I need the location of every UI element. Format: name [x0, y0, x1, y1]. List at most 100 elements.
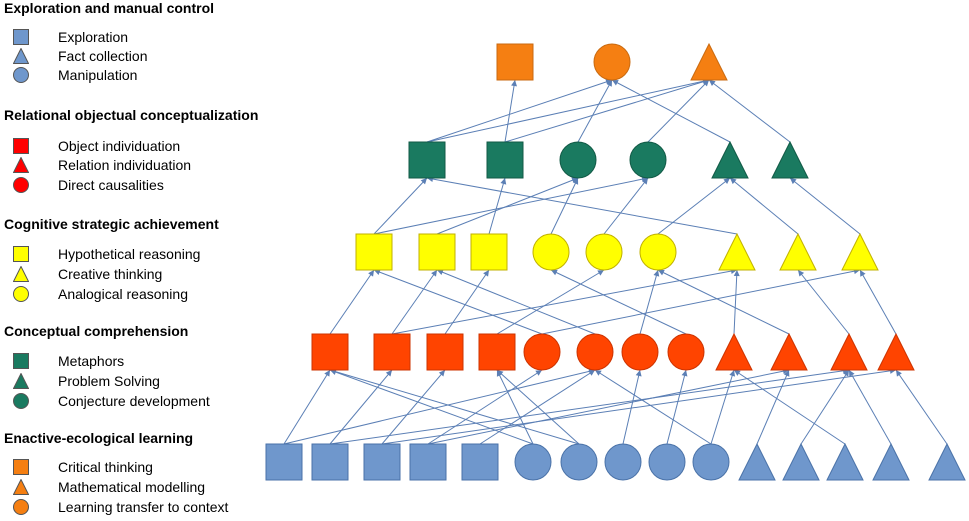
edge-arrow — [496, 269, 605, 335]
edge-arrow — [426, 79, 710, 143]
legend-item-label: Mathematical modelling — [58, 479, 206, 495]
legend-item-label: Critical thinking — [58, 459, 153, 475]
node-triangle — [779, 232, 817, 271]
edge-arrow — [647, 79, 710, 143]
arrowhead — [431, 270, 437, 277]
legend-item-label: Hypothetical reasoning — [58, 246, 201, 262]
legend-group-title: Relational objectual conceptualization — [4, 107, 259, 123]
node-square — [311, 443, 349, 481]
edge-arrow — [426, 177, 738, 235]
legend-group-title: Exploration and manual control — [4, 0, 215, 16]
edge-arrow — [800, 369, 850, 445]
arrowhead — [798, 270, 805, 277]
legend-item-label: Creative thinking — [58, 266, 163, 282]
edge-arrow — [496, 369, 534, 445]
legend-item-label: Learning transfer to context — [58, 499, 229, 515]
legend-square-icon — [13, 29, 29, 45]
arrowhead — [641, 178, 648, 185]
legend-circle-icon — [13, 177, 29, 193]
edge-arrow — [895, 369, 948, 445]
edge-arrow — [797, 269, 850, 335]
legend-circle-icon — [13, 67, 29, 83]
node-circle — [667, 333, 705, 371]
node-triangle — [715, 332, 753, 371]
node-circle — [648, 443, 686, 481]
edge-arrow — [550, 177, 579, 235]
node-square — [363, 443, 401, 481]
legend-item-label: Conjecture development — [58, 393, 210, 409]
arrowhead — [437, 269, 444, 276]
legend-triangle-icon — [12, 478, 30, 495]
node-triangle — [830, 332, 868, 371]
legend-item-label: Object individuation — [58, 138, 181, 154]
arrowhead — [572, 178, 579, 185]
legend-item-label: Relation individuation — [58, 157, 192, 173]
edge-arrow — [373, 177, 649, 235]
node-circle — [532, 233, 570, 271]
legend-group-title: Conceptual comprehension — [4, 323, 189, 339]
arrowhead — [681, 370, 688, 377]
node-triangle — [718, 232, 756, 271]
legend-triangle-icon — [12, 372, 30, 389]
node-triangle — [877, 332, 915, 371]
node-triangle — [928, 442, 966, 481]
legend-triangle-icon — [12, 47, 30, 64]
node-circle — [621, 333, 659, 371]
legend-item-label: Direct causalities — [58, 177, 164, 193]
node-triangle — [690, 42, 728, 81]
legend: Exploration and manual control Explorati… — [0, 0, 270, 521]
arrowhead — [702, 80, 709, 87]
edge-arrow — [381, 369, 897, 445]
edge-arrow — [733, 269, 738, 335]
legend-item-label: Metaphors — [58, 353, 125, 369]
edge-arrow — [329, 369, 850, 445]
arrowhead — [483, 270, 489, 277]
node-triangle — [738, 442, 776, 481]
node-square — [478, 333, 516, 371]
node-circle — [585, 233, 623, 271]
edge-arrow — [391, 269, 738, 335]
arrowhead — [653, 270, 660, 277]
node-circle — [604, 443, 642, 481]
node-circle — [639, 233, 677, 271]
arrowhead — [860, 270, 866, 277]
arrowhead — [723, 178, 730, 185]
node-triangle — [782, 442, 820, 481]
edge-arrow — [594, 369, 712, 445]
node-circle — [559, 141, 597, 179]
arrowhead — [896, 370, 902, 377]
arrowhead — [535, 370, 542, 376]
edge-arrow — [391, 269, 438, 335]
arrowhead — [606, 80, 612, 87]
edge-arrow — [639, 269, 659, 335]
edge-arrow — [657, 177, 731, 235]
node-triangle — [841, 232, 879, 271]
edge-arrow — [541, 269, 861, 335]
node-circle — [576, 333, 614, 371]
edge-arrow — [283, 369, 331, 445]
legend-circle-icon — [13, 286, 29, 302]
legend-item-label: Exploration — [58, 29, 129, 45]
arrowhead — [597, 270, 604, 276]
edge-arrow — [622, 369, 641, 445]
node-square — [461, 443, 499, 481]
arrowhead — [635, 370, 642, 377]
arrowhead — [734, 370, 741, 376]
edge-arrow — [436, 269, 596, 335]
edge-arrow — [329, 369, 393, 445]
arrowhead — [612, 80, 619, 86]
node-square — [408, 141, 446, 179]
legend-triangle-icon — [12, 156, 30, 173]
edge-arrow — [550, 269, 687, 335]
arrowhead — [420, 178, 427, 185]
node-circle — [629, 141, 667, 179]
edge-arrow — [488, 177, 506, 235]
node-square — [355, 233, 393, 271]
arrowhead — [729, 370, 736, 377]
node-square — [418, 233, 456, 271]
legend-square-icon — [13, 353, 29, 369]
edge-arrow — [381, 369, 446, 445]
edge-arrow — [577, 79, 613, 143]
legend-circle-icon — [13, 499, 29, 515]
